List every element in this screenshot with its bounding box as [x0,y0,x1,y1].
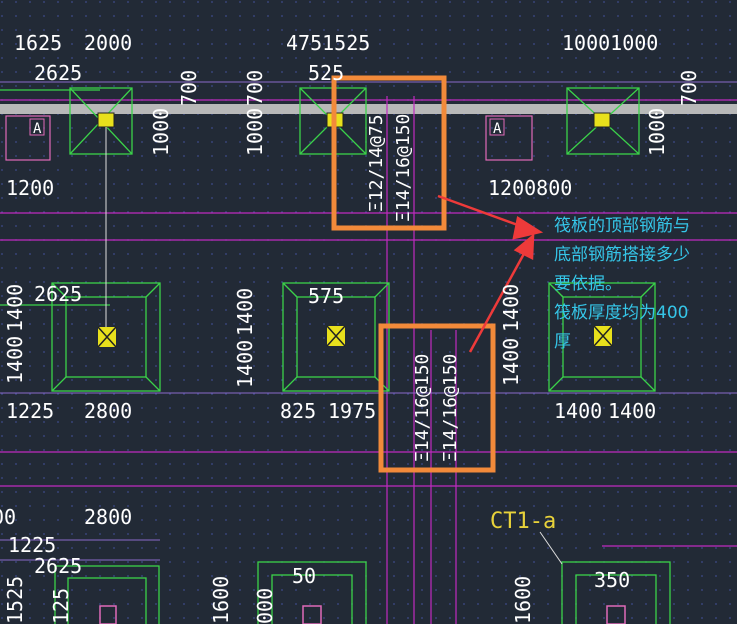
dim-00: 00 [0,505,16,529]
vdim-1000-a: 1000 [149,108,173,156]
vertical-dimension-texts: 700 700 700 1000 1000 1000 1400 1400 140… [3,70,701,624]
dimension-texts: 1625 2000 4751525 10001000 2625 525 1200… [0,31,658,592]
dimension-lines [0,81,737,561]
dim-2625-mid: 2625 [34,282,82,306]
dim-2000: 2000 [84,31,132,55]
rebar-label-top-2: Ξ14/16@150 [393,114,414,222]
rebar-label-bottom-1: Ξ14/16@150 [412,354,433,462]
dim-4751525: 4751525 [286,31,370,55]
vdim-1400-a: 1400 [3,284,27,332]
top-band [0,104,737,114]
dim-1975: 1975 [328,399,376,423]
highlight-box-bottom [378,323,496,473]
dim-1400-b: 1400 [608,399,656,423]
dim-575: 575 [308,284,344,308]
dim-1225: 1225 [6,399,54,423]
vdim-1600-b: 1600 [511,576,535,624]
dim-10001000: 10001000 [562,31,658,55]
bottom-columns [99,605,626,624]
note-line-3: 要依据。 [554,274,622,294]
pile-cap-tag: CT1-a [490,509,556,534]
vdim-000: 000 [253,588,277,624]
note-line-4: 筏板厚度均为400 [554,303,689,323]
highlight-box-top [331,75,447,231]
highlight-boxes [331,75,496,473]
dim-2625-bottom: 2625 [34,554,82,578]
dim-50: 50 [292,564,316,588]
green-lines [0,89,110,306]
vdim-700-a: 700 [177,70,201,106]
dim-825: 825 [280,399,316,423]
dim-1200800: 1200800 [488,176,572,200]
note-line-5: 厚 [554,332,571,352]
vdim-1400-c: 1400 [233,288,257,336]
tag-leader [539,531,563,565]
dim-2800: 2800 [84,399,132,423]
dim-525: 525 [308,61,344,85]
vdim-1400-b: 1400 [3,336,27,384]
vdim-1525: 1525 [3,576,27,624]
dim-1225-bottom: 1225 [8,533,56,557]
dim-2800-bottom: 2800 [84,505,132,529]
section-marker-a-right: A [493,121,502,137]
annotation-note: 筏板的顶部钢筋与 底部钢筋搭接多少 要依据。 筏板厚度均为400 厚 [554,212,734,357]
note-line-1: 筏板的顶部钢筋与 [554,216,690,236]
dim-1625: 1625 [14,31,62,55]
vdim-1000-c: 1000 [645,108,669,156]
dim-350: 350 [594,568,630,592]
annotation-arrows [437,194,544,353]
vdim-1400-f: 1400 [499,338,523,386]
rebar-label-top-1: Ξ12/14@75 [366,114,387,212]
section-markers [5,115,533,161]
vdim-1000-b: 1000 [243,108,267,156]
vdim-1400-d: 1400 [233,340,257,388]
note-line-2: 底部钢筋搭接多少 [554,245,690,265]
rebar-labels: Ξ12/14@75 Ξ14/16@150 Ξ14/16@150 Ξ14/16@1… [366,114,461,462]
columns [97,112,613,348]
vdim-125: 125 [49,588,73,624]
rebar-label-bottom-2: Ξ14/16@150 [440,354,461,462]
magenta-lines [0,96,737,624]
vdim-700-b: 700 [243,70,267,106]
dim-2625-top: 2625 [34,61,82,85]
dim-1200: 1200 [6,176,54,200]
vdim-700-c: 700 [677,70,701,106]
section-marker-a-left: A [33,121,42,137]
vdim-1600-a: 1600 [209,576,233,624]
dim-1400-a: 1400 [554,399,602,423]
vdim-1400-e: 1400 [499,284,523,332]
